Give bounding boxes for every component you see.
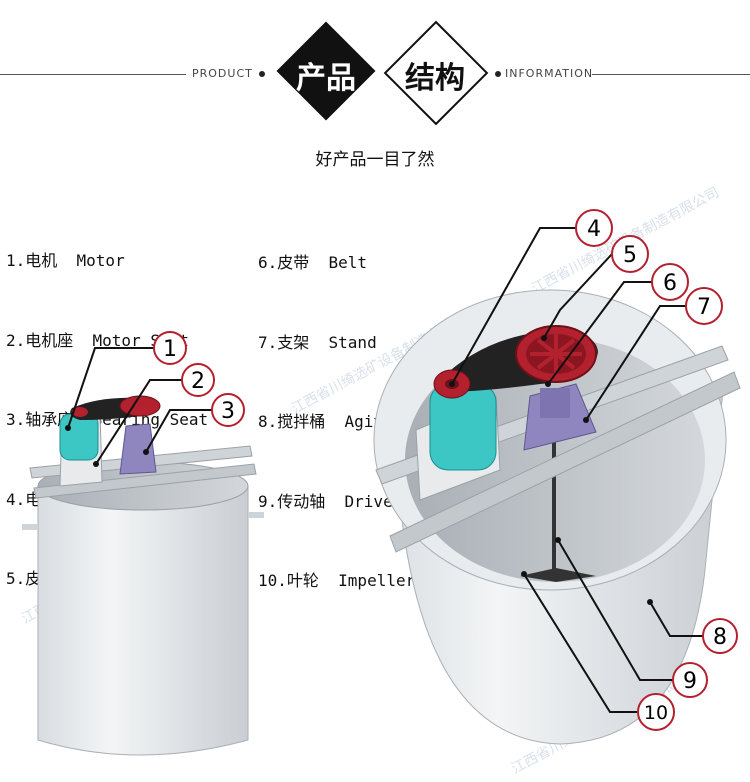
header-dot-left bbox=[259, 71, 265, 77]
callout-5: 5 bbox=[611, 235, 649, 273]
callout-number: 6 bbox=[663, 271, 677, 296]
callout-9: 9 bbox=[672, 662, 708, 698]
product-label: PRODUCT bbox=[192, 67, 253, 80]
callout-number: 1 bbox=[163, 337, 177, 362]
callout-10: 10 bbox=[637, 693, 675, 731]
part-item: 10.叶轮 Impeller bbox=[258, 571, 416, 590]
callout-number: 7 bbox=[697, 295, 711, 320]
callout-number: 2 bbox=[191, 369, 205, 394]
callout-2: 2 bbox=[181, 363, 215, 397]
callout-1: 1 bbox=[153, 331, 187, 365]
callout-number: 5 bbox=[623, 243, 637, 268]
part-item: 1.电机 Motor bbox=[6, 251, 125, 270]
leader-lines bbox=[67, 227, 706, 713]
header-dot-right bbox=[495, 71, 501, 77]
callout-4: 4 bbox=[575, 209, 613, 247]
subtitle: 好产品一目了然 bbox=[315, 150, 435, 170]
callout-number: 9 bbox=[683, 669, 697, 694]
leader-dots bbox=[65, 335, 653, 605]
callout-3: 3 bbox=[211, 393, 245, 427]
callout-number: 10 bbox=[644, 702, 668, 724]
callout-number: 8 bbox=[713, 625, 727, 650]
title-left: 产品 bbox=[296, 61, 356, 96]
part-item: 7.支架 Stand bbox=[258, 332, 377, 352]
information-label: INFORMATION bbox=[505, 67, 594, 80]
callout-number: 4 bbox=[587, 217, 601, 242]
callout-6: 6 bbox=[651, 263, 689, 301]
title-right: 结构 bbox=[405, 61, 465, 96]
small-tank bbox=[22, 395, 264, 756]
callout-8: 8 bbox=[702, 618, 738, 654]
callout-7: 7 bbox=[685, 287, 723, 325]
callout-number: 3 bbox=[221, 399, 235, 424]
part-item: 6.皮带 Belt bbox=[258, 253, 368, 272]
header-rule-left bbox=[0, 74, 186, 75]
header-rule-right bbox=[592, 74, 750, 75]
